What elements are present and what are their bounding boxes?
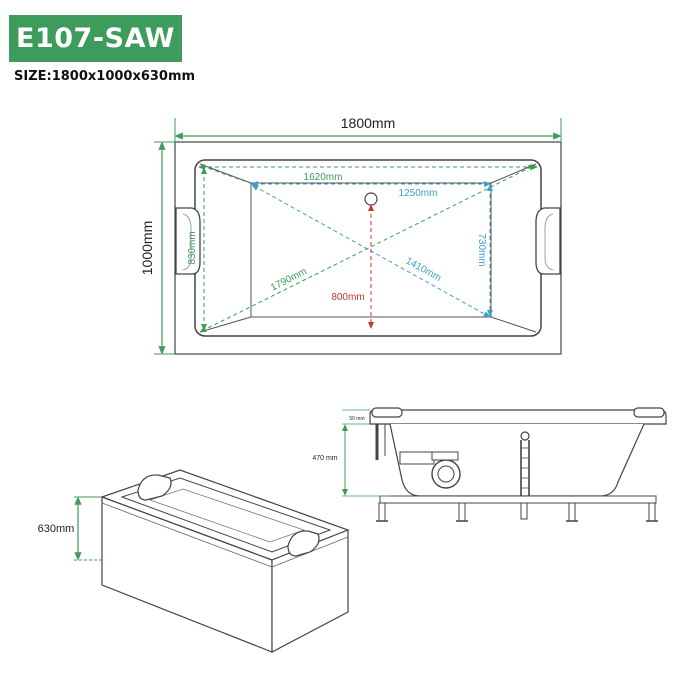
- pump-pipe: [399, 451, 435, 465]
- iso-headrest-front: [287, 530, 320, 557]
- pump-icon: [431, 459, 461, 489]
- width-label: 1800mm: [341, 115, 395, 131]
- headrest-right: [535, 207, 561, 275]
- iso-view: [74, 469, 350, 653]
- side-depth-label: 470 mm: [312, 455, 337, 462]
- model-title-badge: E107-SAW: [9, 15, 182, 62]
- side-headrest-left: [371, 407, 403, 418]
- side-rim-label: 50 mm: [349, 416, 364, 422]
- side-drain-icon: [520, 431, 530, 441]
- side-view: [342, 407, 667, 522]
- long-diagonal-label: 1790mm: [269, 266, 309, 293]
- model-title: E107-SAW: [16, 23, 175, 54]
- headrest-right-detail: [544, 213, 554, 271]
- inner-side-label: 830mm: [187, 231, 198, 264]
- top-view: 1800mm 1000mm 1620mm 830mm 1790mm 1250mm…: [139, 115, 562, 355]
- iso-floor: [148, 488, 306, 543]
- drain-icon: [364, 192, 378, 206]
- side-headrest-right: [633, 407, 665, 418]
- drain-offset-label: 800mm: [331, 292, 364, 303]
- slope-br: [490, 316, 537, 333]
- floor-length-label: 1250mm: [399, 188, 438, 199]
- short-diagonal-label: 1410mm: [404, 256, 443, 284]
- inner-length-label: 1620mm: [304, 172, 343, 183]
- iso-headrest-back: [137, 474, 172, 501]
- side-rim: [369, 409, 667, 425]
- slope-bl: [199, 316, 252, 333]
- tub-outline-outer: [174, 141, 562, 355]
- iso-height-label: 630mm: [38, 523, 75, 535]
- iso-side-face: [271, 529, 349, 653]
- headrest-left-detail: [182, 213, 192, 271]
- size-spec: SIZE:1800x1000x630mm: [14, 69, 196, 84]
- height-label: 1000mm: [139, 221, 155, 275]
- side-frame: [379, 495, 657, 504]
- floor-width-label: 730mm: [476, 233, 487, 266]
